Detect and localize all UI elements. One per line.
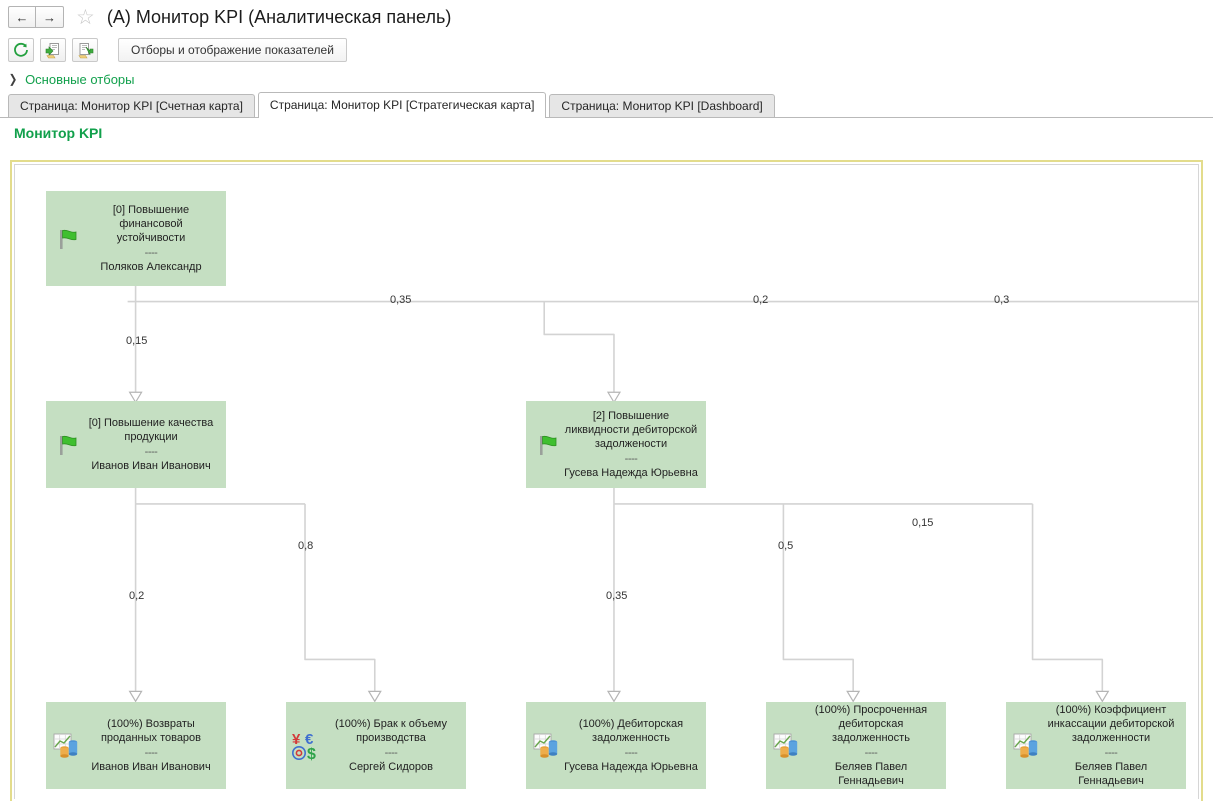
node-line-3: задолжености (594, 438, 668, 451)
node-separator: ---- (144, 246, 158, 259)
section-title: Монитор KPI (14, 125, 103, 141)
edge-label-weight: 0,3 (994, 294, 1010, 306)
node-separator: ---- (624, 452, 638, 465)
node-line-2: производства (356, 732, 426, 745)
edge-label-weight: 0,5 (778, 540, 794, 552)
back-button[interactable]: ← (8, 6, 36, 28)
chart-icon (770, 729, 804, 763)
svg-text:€: € (305, 731, 314, 748)
main-filters-disclosure[interactable]: ❯ Основные отборы (0, 66, 1213, 92)
svg-text:$: $ (307, 746, 316, 761)
node-line-2: проданных товаров (100, 732, 202, 745)
tab-scorecard[interactable]: Страница: Монитор KPI [Счетная карта] (8, 94, 255, 117)
flag-icon (530, 428, 564, 462)
node-separator: ---- (624, 746, 638, 759)
node-line-1: (100%) Просроченная (814, 704, 928, 717)
chevron-right-icon: ❯ (8, 72, 18, 86)
kpi-node[interactable]: (100%) Коэффициент инкассации дебиторско… (1006, 702, 1186, 789)
flag-icon (50, 222, 84, 256)
node-owner-cont: Геннадьевич (1078, 774, 1144, 787)
strategy-node[interactable]: [0] Повышение финансовой устойчивости --… (46, 191, 226, 286)
node-line-2: финансовой устойчивости (116, 218, 186, 245)
node-separator: ---- (144, 746, 158, 759)
node-line-1: [2] Повышение (592, 410, 670, 423)
command-bar: Отборы и отображение показателей (0, 34, 1213, 66)
favorite-star-icon[interactable]: ☆ (76, 5, 95, 29)
node-line-2: задолженность (592, 732, 670, 745)
document-export-icon (77, 42, 93, 58)
node-owner: Поляков Александр (100, 260, 202, 273)
export-button[interactable] (72, 38, 98, 62)
node-owner: Беляев Павел (1074, 760, 1148, 773)
tab-strategy-map[interactable]: Страница: Монитор KPI [Стратегическая ка… (257, 92, 547, 118)
svg-text:¥: ¥ (292, 731, 301, 748)
node-owner: Беляев Павел (834, 760, 908, 773)
diagram-frame: 0,15 0,35 0,2 0,3 0,2 0,8 0,35 0,5 0,15 … (10, 160, 1203, 801)
filters-settings-button[interactable]: Отборы и отображение показателей (118, 38, 347, 62)
edge-label-weight: 0,2 (129, 590, 145, 602)
node-line-2: инкассации дебиторской (1047, 718, 1175, 731)
node-line-1: [0] Повышение (112, 204, 190, 217)
main-filters-label: Основные отборы (25, 71, 135, 87)
currency-icon: ¥ € $ (290, 729, 324, 763)
node-separator: ---- (384, 746, 398, 759)
kpi-node[interactable]: (100%) Возвраты проданных товаров ---- И… (46, 702, 226, 789)
node-separator: ---- (1104, 746, 1118, 759)
node-line-1: (100%) Возвраты (107, 718, 195, 731)
strategy-node[interactable]: [0] Повышение качества продукции ---- Ив… (46, 401, 226, 488)
edge-label-weight: 0,8 (298, 540, 314, 552)
node-owner: Гусева Надежда Юрьевна (564, 466, 698, 479)
kpi-node[interactable]: (100%) Дебиторская задолженность ---- Гу… (526, 702, 706, 789)
strategy-map-canvas[interactable]: 0,15 0,35 0,2 0,3 0,2 0,8 0,35 0,5 0,15 … (14, 164, 1199, 799)
page-title: (A) Монитор KPI (Аналитическая панель) (106, 6, 452, 27)
edge-label-weight: 0,35 (606, 590, 628, 602)
node-owner: Иванов Иван Иванович (91, 459, 211, 472)
node-line-1: (100%) Коэффициент (1055, 704, 1167, 717)
refresh-button[interactable] (8, 38, 34, 62)
tab-dashboard[interactable]: Страница: Монитор KPI [Dashboard] (549, 94, 775, 117)
edge-label-weight: 0,35 (390, 294, 412, 306)
kpi-node[interactable]: (100%) Просроченная дебиторская задолжен… (766, 702, 946, 789)
edge-label-weight: 0,15 (912, 517, 934, 529)
node-line-1: (100%) Дебиторская (578, 718, 684, 731)
import-button[interactable] (40, 38, 66, 62)
tab-strip: Страница: Монитор KPI [Счетная карта] Ст… (0, 92, 1213, 118)
chart-icon (1010, 729, 1044, 763)
node-separator: ---- (144, 445, 158, 458)
chart-icon (50, 729, 84, 763)
node-line-2: дебиторская (838, 718, 904, 731)
node-owner-cont: Геннадьевич (838, 774, 904, 787)
kpi-node[interactable]: ¥ € $ (100%) Брак к объему производства … (286, 702, 466, 789)
node-owner: Гусева Надежда Юрьевна (564, 760, 698, 773)
node-owner: Сергей Сидоров (349, 760, 433, 773)
edge-label-weight: 0,2 (753, 294, 769, 306)
node-line-3: задолженности (1071, 732, 1151, 745)
node-line-1: [0] Повышение качества (88, 417, 214, 430)
document-import-icon (45, 42, 59, 58)
forward-button[interactable]: → (36, 6, 64, 28)
edge-label-weight: 0,15 (126, 335, 148, 347)
flag-icon (50, 428, 84, 462)
node-line-1: (100%) Брак к объему (335, 718, 447, 731)
chart-icon (530, 729, 564, 763)
node-line-3: задолженность (832, 732, 910, 745)
refresh-icon (14, 42, 28, 57)
strategy-node[interactable]: [2] Повышение ликвидности дебиторской за… (526, 401, 706, 488)
node-line-2: продукции (124, 431, 178, 444)
node-separator: ---- (864, 746, 878, 759)
title-bar: ← → ☆ (A) Монитор KPI (Аналитическая пан… (0, 0, 1213, 34)
node-owner: Иванов Иван Иванович (91, 760, 211, 773)
node-line-2: ликвидности дебиторской (564, 424, 698, 437)
